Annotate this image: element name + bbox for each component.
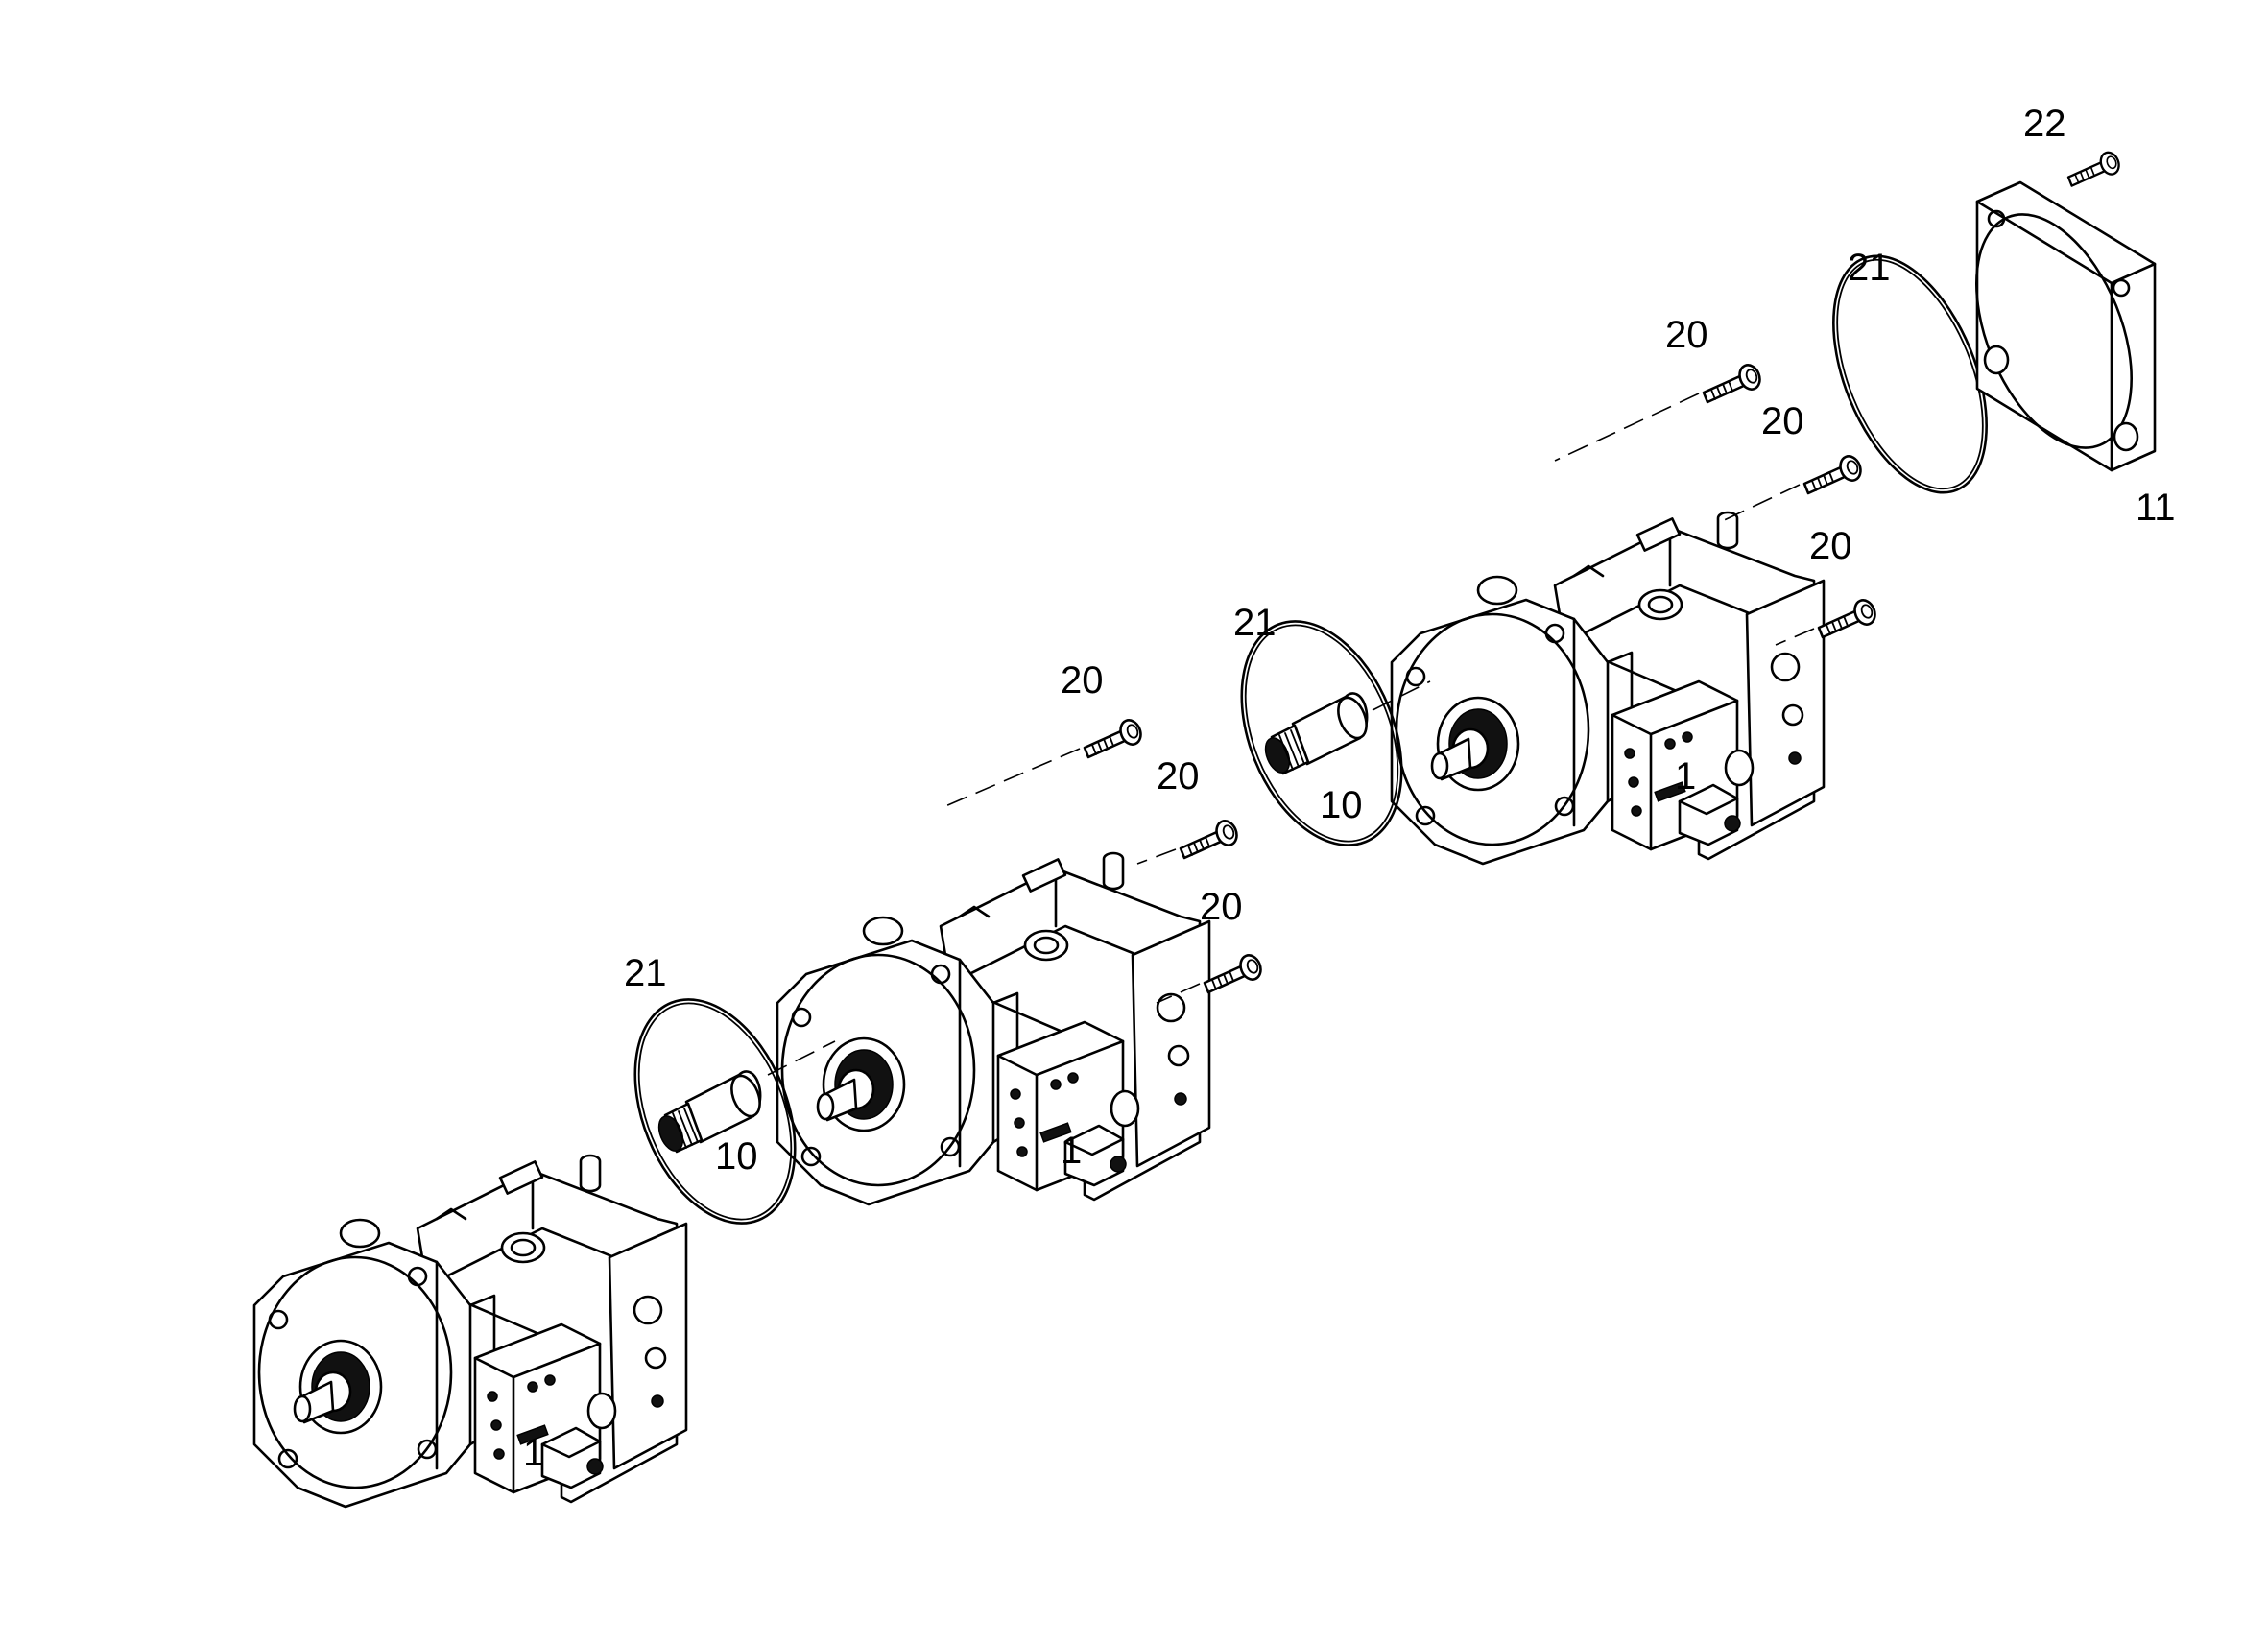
- screw-right-top: [1702, 360, 1765, 404]
- screw-leader-right-middle: [1717, 484, 1801, 524]
- oring-cover: [1832, 254, 1988, 494]
- label-screw-mid-top: 20: [1061, 659, 1104, 702]
- label-pump-left: 1: [523, 1432, 544, 1474]
- axis-line-right: [1372, 680, 1431, 711]
- label-coupling-right: 10: [1320, 784, 1363, 826]
- label-screw-right-bottom: 20: [1809, 525, 1852, 567]
- screw-cover: [2066, 148, 2124, 187]
- screw-mid-bottom: [1203, 950, 1266, 994]
- screw-leader-mid-bottom: [1156, 983, 1201, 1004]
- screw-right-bottom: [1817, 595, 1880, 639]
- label-screw-mid-middle: 20: [1157, 755, 1200, 798]
- label-screw-right-top: 20: [1665, 314, 1708, 356]
- label-pump-right: 1: [1675, 755, 1696, 798]
- label-screw-right-middle: 20: [1761, 400, 1804, 442]
- label-pump-middle: 1: [1061, 1130, 1082, 1172]
- label-oring-left: 21: [624, 952, 667, 994]
- cover-plate: [1975, 180, 2157, 472]
- screw-leader-mid-top: [944, 748, 1081, 807]
- label-coupling-left: 10: [715, 1135, 758, 1178]
- screw-mid-middle: [1179, 816, 1242, 860]
- screw-right-middle: [1802, 451, 1866, 495]
- label-oring-middle: 21: [1233, 602, 1277, 644]
- label-cover-plate: 11: [2136, 487, 2176, 529]
- pump-right: [1390, 511, 1826, 866]
- pump-middle: [776, 851, 1211, 1206]
- screw-mid-top: [1083, 715, 1146, 759]
- axis-line-left: [767, 1040, 836, 1076]
- screw-leader-right-top: [1554, 393, 1700, 462]
- pump-left: [252, 1154, 688, 1509]
- label-screw-cover: 22: [2023, 103, 2066, 145]
- screw-leader-mid-middle: [1136, 848, 1177, 865]
- screw-leader-right-bottom: [1775, 628, 1815, 646]
- label-oring-right: 21: [1848, 247, 1891, 289]
- label-screw-mid-bottom: 20: [1200, 886, 1243, 928]
